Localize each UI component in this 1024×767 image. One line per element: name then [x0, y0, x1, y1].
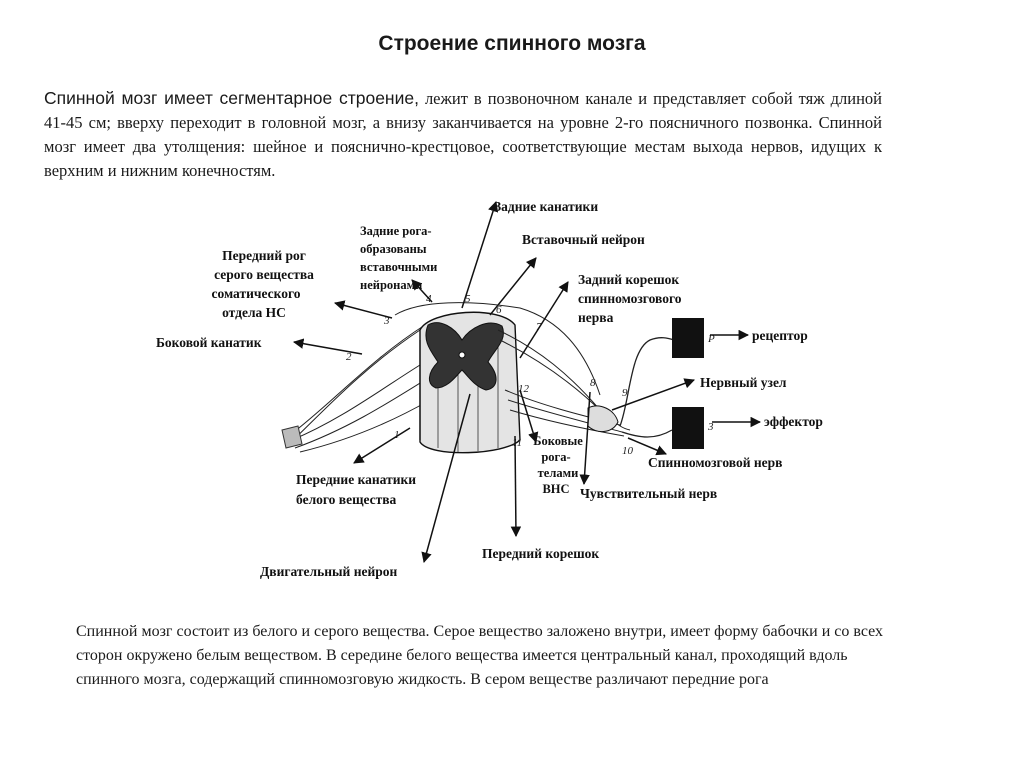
fig-number-3: 3	[383, 315, 390, 327]
svg-text:нейронами: нейронами	[360, 278, 422, 292]
intro-lead: Спинной мозг имеет сегментарное строение…	[44, 88, 419, 108]
svg-text:спинномозгового: спинномозгового	[578, 291, 682, 306]
intro-paragraph: Спинной мозг имеет сегментарное строение…	[44, 86, 882, 183]
svg-text:вставочными: вставочными	[360, 260, 437, 274]
label-ventral-root: Передний корешок	[482, 546, 599, 561]
pointer-arrows	[292, 201, 762, 564]
cut-nerve-end	[281, 425, 303, 449]
fig-number-9: 9	[622, 387, 628, 399]
spinal-ganglion	[587, 405, 619, 432]
arrow-lateral-horns	[519, 389, 539, 444]
fig-number-6: 6	[496, 304, 502, 316]
svg-text:ВНС: ВНС	[542, 482, 569, 496]
effector-block	[672, 407, 704, 449]
spinal-cord-diagram: P 3 1 2 3 4 5 6 7 8 9 10 11 12 Задние ка…	[156, 199, 823, 579]
fig-number-11: 11	[512, 437, 522, 449]
svg-text:телами: телами	[538, 466, 579, 480]
svg-text:Боковые: Боковые	[533, 434, 583, 448]
nerve-to-effector	[621, 429, 673, 438]
label-posterior-funiculi: Задние канатики	[494, 199, 598, 214]
central-canal	[458, 351, 466, 359]
footer-paragraph: Спинной мозг состоит из белого и серого …	[76, 623, 884, 688]
svg-text:нерва: нерва	[578, 310, 614, 325]
nerve-to-receptor	[619, 337, 675, 427]
receptor-marker: P	[707, 333, 715, 345]
arrow-lateral-funiculus	[292, 338, 363, 355]
receptor-block	[672, 318, 704, 358]
fig-number-2: 2	[346, 351, 352, 363]
label-lateral-funiculus: Боковой канатик	[156, 335, 262, 350]
arrow-interneuron	[489, 257, 537, 316]
arrow-sensory-nerve	[579, 391, 591, 486]
arrow-ganglion	[611, 378, 695, 411]
label-anterior-horn: Передний рог серого вещества соматическо…	[211, 248, 314, 320]
label-anterior-funiculi: Передние канатики белого вещества	[296, 472, 416, 507]
arrow-posterior-horns	[411, 279, 433, 303]
fig-number-10: 10	[622, 445, 634, 457]
svg-text:Передние канатики: Передние канатики	[296, 472, 416, 487]
svg-text:Задний корешок: Задний корешок	[578, 272, 679, 287]
nerve-fibers-right	[497, 329, 631, 437]
label-spinal-nerve: Спинномозговой нерв	[648, 455, 782, 470]
label-sensory-nerve: Чувствительный нерв	[580, 486, 717, 501]
effector-marker: 3	[707, 421, 714, 433]
label-effector: эффектор	[764, 414, 823, 429]
svg-text:рога-: рога-	[541, 450, 570, 464]
arrow-dorsal-root	[519, 281, 569, 359]
label-receptor: рецептор	[752, 328, 808, 343]
svg-text:Передний рог: Передний рог	[222, 248, 306, 263]
svg-text:Задние рога-: Задние рога-	[360, 224, 432, 238]
svg-text:серого вещества: серого вещества	[214, 267, 314, 282]
svg-text:белого вещества: белого вещества	[296, 492, 397, 507]
arrow-posterior-funiculi	[461, 201, 499, 309]
arrow-anterior-funiculi	[353, 427, 411, 464]
svg-text:отдела НС: отдела НС	[222, 305, 286, 320]
label-motor-neuron: Двигательный нейрон	[260, 564, 398, 579]
label-lateral-horns: Боковые рога- телами ВНС	[533, 434, 583, 496]
intro-rest: лежит в позвоночном канале и представляе…	[44, 89, 882, 180]
arrow-spinal-nerve	[627, 437, 667, 456]
label-ganglion: Нервный узел	[700, 375, 787, 390]
page-title: Строение спинного мозга	[378, 32, 646, 55]
label-interneuron: Вставочный нейрон	[522, 232, 645, 247]
label-dorsal-root: Задний корешок спинномозгового нерва	[578, 272, 682, 325]
arrow-ventral-root	[510, 435, 522, 538]
svg-text:соматического: соматического	[211, 286, 300, 301]
fig-number-12: 12	[518, 383, 530, 395]
fibers-arc-upper	[394, 302, 601, 396]
arrow-anterior-horn	[333, 300, 393, 319]
fig-number-8: 8	[590, 377, 596, 389]
fig-number-1: 1	[394, 429, 400, 441]
svg-text:образованы: образованы	[360, 242, 427, 256]
arrow-motor-neuron	[421, 393, 471, 564]
nerve-fiber-bundle-left	[287, 324, 431, 453]
fig-number-5: 5	[465, 293, 471, 305]
spinal-cord-illustration	[281, 302, 675, 454]
label-posterior-horns: Задние рога- образованы вставочными нейр…	[360, 224, 437, 292]
